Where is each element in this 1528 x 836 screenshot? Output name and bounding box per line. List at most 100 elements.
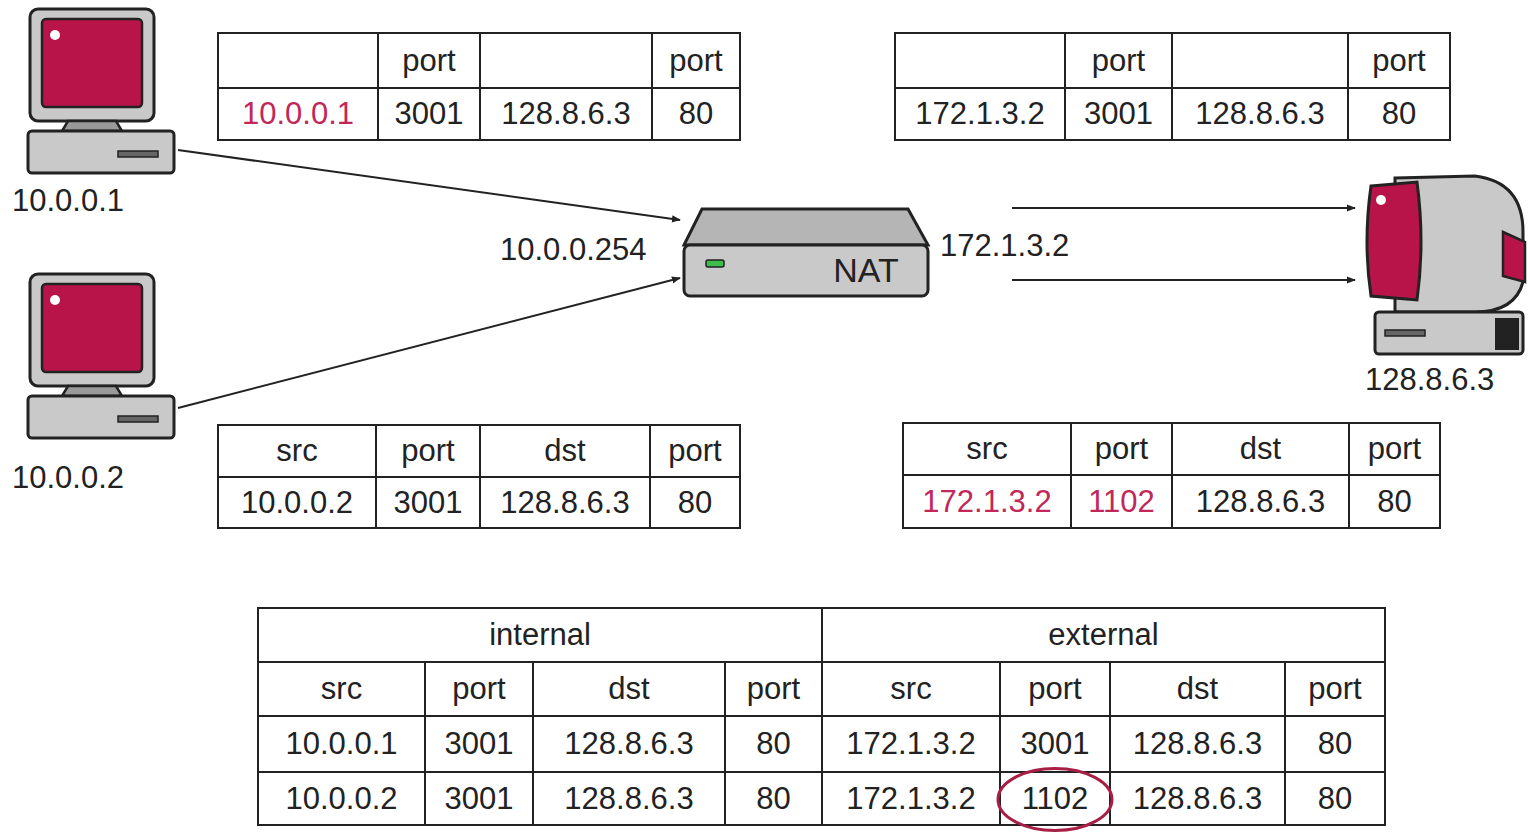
- table-cell-text: 128.8.6.3: [1172, 88, 1348, 140]
- table-cell-text: 128.8.6.3: [533, 716, 725, 772]
- table-cell: [1349, 475, 1440, 528]
- table-cell: [480, 477, 650, 528]
- monitor-screen: [42, 19, 142, 107]
- table-cell-text: 1102: [1000, 772, 1110, 825]
- status-led: [706, 260, 724, 267]
- device-name: NAT: [680, 251, 1012, 290]
- table-cell-text: 80: [1348, 88, 1450, 140]
- host-address: 10.0.0.2: [12, 460, 124, 496]
- table-cell-text: port: [725, 662, 822, 716]
- table-cell: [1172, 475, 1349, 528]
- table-cell: [1172, 423, 1349, 475]
- drive-slot: [1385, 330, 1425, 336]
- table-cell-text: 172.1.3.2: [822, 772, 1000, 825]
- table-cell: [822, 716, 1000, 772]
- table-cell: [258, 772, 425, 825]
- table-cell-text: port: [650, 425, 740, 477]
- table-cell-text: src: [903, 423, 1071, 475]
- table-cell-text: 80: [652, 88, 740, 140]
- packet-arrow: [1012, 279, 1355, 281]
- host-address: 128.8.6.3: [1365, 362, 1494, 398]
- table-cell-text: 128.8.6.3: [480, 477, 650, 528]
- computer-icon: [8, 5, 178, 177]
- table-cell-text: 3001: [425, 772, 533, 825]
- table-cell-text: 80: [725, 716, 822, 772]
- table-cell: [218, 425, 376, 477]
- computer-icon: [8, 270, 178, 442]
- table-cell: [903, 423, 1071, 475]
- table-cell-text: src: [822, 662, 1000, 716]
- table-cell: [425, 772, 533, 825]
- table-cell-text: port: [1071, 423, 1172, 475]
- table-cell: [425, 716, 533, 772]
- table-cell: [822, 662, 1000, 716]
- monitor-screen: [42, 284, 142, 372]
- table-cell-text: 3001: [1065, 88, 1172, 140]
- table-cell: [376, 477, 480, 528]
- table-cell-text: 1102: [1071, 475, 1172, 528]
- host-address: 10.0.0.1: [12, 183, 124, 219]
- interface-address: 172.1.3.2: [940, 228, 1069, 264]
- table-cell: [1348, 33, 1450, 88]
- table-cell-text: internal: [258, 608, 822, 662]
- table-cell-text: 80: [1285, 716, 1385, 772]
- table-cell-text: dst: [1110, 662, 1285, 716]
- crt-screen: [1367, 182, 1421, 300]
- monitor-case: [30, 9, 154, 121]
- table-cell-text: 10.0.0.2: [218, 477, 376, 528]
- table-cell: [1110, 716, 1285, 772]
- table-cell: [652, 33, 740, 88]
- table-cell-text: port: [425, 662, 533, 716]
- table-cell: [822, 608, 1385, 662]
- packet-arrow: [1012, 207, 1355, 209]
- table-cell: [425, 662, 533, 716]
- table-cell: [895, 88, 1065, 140]
- table-cell-text: port: [1065, 33, 1172, 88]
- table-cell: [1349, 423, 1440, 475]
- table-cell-text: 80: [650, 477, 740, 528]
- server-host: 128.8.6.3: [1355, 172, 1527, 400]
- table-cell-text: port: [1000, 662, 1110, 716]
- table-cell-text: dst: [533, 662, 725, 716]
- table-cell-text: port: [378, 33, 480, 88]
- computer-base: [28, 131, 174, 173]
- table-cell: [1000, 716, 1110, 772]
- screen-glint: [50, 295, 60, 305]
- table-cell-text: 172.1.3.2: [822, 716, 1000, 772]
- table-cell: [650, 425, 740, 477]
- table-cell: [1285, 662, 1385, 716]
- table-cell-text: port: [376, 425, 480, 477]
- table-cell: [480, 88, 652, 140]
- table-cell: [1071, 423, 1172, 475]
- computer-base: [28, 396, 174, 438]
- table-cell-text: port: [652, 33, 740, 88]
- table-cell-text: external: [822, 608, 1385, 662]
- screen-glint: [1376, 195, 1386, 205]
- table-cell-text: 128.8.6.3: [1110, 716, 1285, 772]
- table-cell: [258, 716, 425, 772]
- table-cell: [1071, 475, 1172, 528]
- table-cell: [1110, 662, 1285, 716]
- table-cell-text: 80: [1349, 475, 1440, 528]
- table-cell: [480, 425, 650, 477]
- table-cell-text: 128.8.6.3: [1172, 475, 1349, 528]
- table-cell-text: 10.0.0.1: [258, 716, 425, 772]
- table-cell: [822, 772, 1000, 825]
- table-cell: [1285, 772, 1385, 825]
- table-cell: [1065, 33, 1172, 88]
- table-cell: [218, 477, 376, 528]
- table-cell-text: 172.1.3.2: [895, 88, 1065, 140]
- table-cell: [218, 33, 378, 88]
- table-cell-text: 128.8.6.3: [1110, 772, 1285, 825]
- table-cell-text: 3001: [376, 477, 480, 528]
- table-cell-text: port: [1349, 423, 1440, 475]
- table-cell: [1000, 772, 1110, 825]
- table-cell: [1000, 662, 1110, 716]
- table-cell-text: 128.8.6.3: [533, 772, 725, 825]
- table-cell: [903, 475, 1071, 528]
- table-cell: [725, 716, 822, 772]
- table-cell: [1110, 772, 1285, 825]
- table-cell-text: src: [258, 662, 425, 716]
- nat-router: NAT: [680, 205, 1012, 302]
